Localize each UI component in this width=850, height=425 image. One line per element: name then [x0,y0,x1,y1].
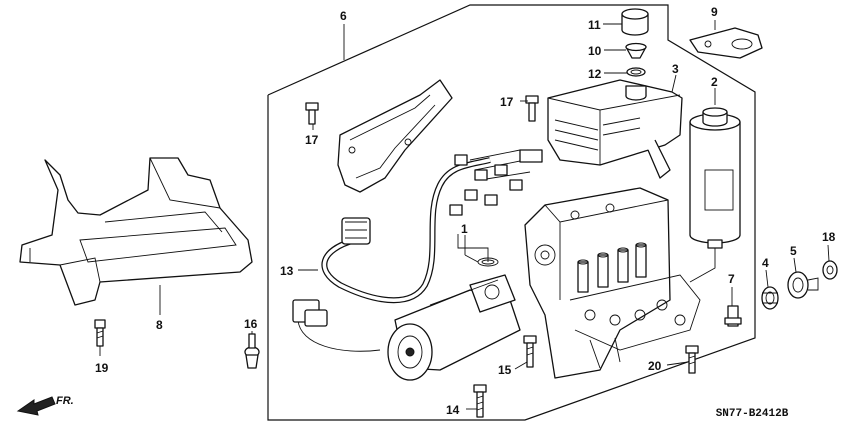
part-11-cap[interactable] [621,8,649,36]
callout-9: 9 [711,5,718,19]
part-19-bolt[interactable] [94,319,106,347]
leader-lines [99,20,830,410]
callout-17-right: 17 [500,95,514,109]
part-13-wire-harness[interactable] [292,149,543,352]
callout-15: 15 [498,363,512,377]
callout-14: 14 [446,403,460,417]
callout-17-left: 17 [305,133,319,147]
part-modulator-unit[interactable] [524,187,701,379]
part-4-nut[interactable] [761,286,779,310]
part-cover-plate[interactable] [337,79,453,193]
part-17-bolt-left[interactable] [305,102,319,125]
callout-4: 4 [762,256,769,270]
part-14-bolt[interactable] [473,384,487,418]
callout-2: 2 [711,75,718,89]
callout-16: 16 [244,317,258,331]
part-8-bracket[interactable] [19,157,253,306]
part-9-gasket[interactable] [689,27,763,59]
part-16-clip[interactable] [244,333,260,369]
assembly-boundary [267,4,756,421]
callout-11: 11 [588,18,601,32]
callout-8: 8 [156,318,163,332]
direction-label: FR. [56,395,74,407]
part-17-bolt-right[interactable] [525,95,539,122]
callout-12: 12 [588,67,602,81]
callout-13: 13 [280,264,294,278]
callout-7: 7 [728,272,735,286]
callout-6: 6 [340,9,347,23]
part-3-reservoir[interactable] [547,79,683,179]
callout-19: 19 [95,361,109,375]
part-5-cap[interactable] [787,271,819,299]
part-2-accumulator[interactable] [689,107,741,249]
part-20-bolt[interactable] [685,345,699,374]
diagram-code: SN77-B2412B [716,408,789,420]
part-10-strainer[interactable] [625,42,647,59]
callout-3: 3 [672,62,679,76]
part-18-nut[interactable] [822,260,838,280]
callout-10: 10 [588,44,602,58]
callout-1: 1 [461,222,468,236]
callout-20: 20 [648,359,662,373]
callout-5: 5 [790,244,797,258]
part-1-pump-motor[interactable] [387,257,521,381]
part-7-bolt[interactable] [724,305,742,327]
callout-18: 18 [822,230,836,244]
part-12-seal[interactable] [626,67,646,77]
part-15-bolt[interactable] [523,335,537,368]
front-direction-arrow: FR. [16,395,74,416]
